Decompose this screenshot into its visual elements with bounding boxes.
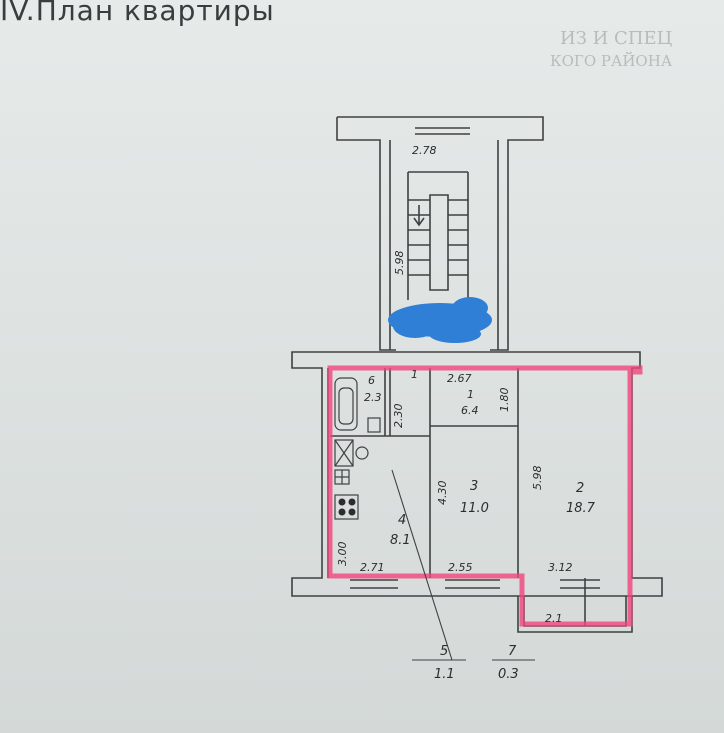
- callout-7-number: 7: [508, 644, 517, 659]
- hall-side-label: 1.80: [498, 388, 511, 413]
- stair-width-label: 2.78: [412, 144, 437, 157]
- room-4-area: 8.1: [390, 533, 411, 548]
- page-title: IV.План квартиры: [0, 0, 275, 27]
- background-text-1: ИЗ И СПЕЦ: [560, 28, 673, 49]
- callout-lines: [391, 469, 535, 661]
- room-6-number: 6: [368, 374, 375, 387]
- room-3-depth-label: 4.30: [436, 481, 449, 506]
- bathroom-fixtures: [334, 377, 381, 520]
- room-1-number: 1: [467, 388, 474, 401]
- width-room2-label: 3.12: [548, 561, 573, 574]
- background-text-2: КОГО РАЙОНА: [550, 52, 673, 70]
- redaction-blob: [388, 297, 492, 343]
- bath-dim-label: 2.30: [392, 404, 405, 429]
- room-2-depth-label: 5.98: [531, 466, 544, 491]
- stairwell: [336, 116, 544, 351]
- callout-5-number: 5: [440, 644, 448, 659]
- stair-length-label: 5.98: [393, 251, 406, 276]
- room-4-number: 4: [398, 513, 406, 528]
- room-1-area: 6.4: [461, 404, 479, 417]
- callout-7-area: 0.3: [498, 667, 519, 682]
- room-2-area: 18.7: [566, 501, 596, 516]
- apartment-highlight: [327, 365, 643, 627]
- door-mark-label: 1: [411, 368, 418, 381]
- room-3-number: 3: [470, 479, 478, 494]
- room-3-area: 11.0: [460, 501, 489, 516]
- balcony-width-label: 2.1: [545, 612, 563, 625]
- room-2-number: 2: [576, 481, 584, 496]
- kitchen-depth-label: 3.00: [336, 542, 349, 567]
- width-room3-label: 2.55: [448, 561, 473, 574]
- hall-dim-label: 2.67: [447, 372, 472, 385]
- callout-5-area: 1.1: [434, 667, 455, 682]
- width-kitchen-label: 2.71: [360, 561, 385, 574]
- room-6-area: 2.3: [364, 391, 382, 404]
